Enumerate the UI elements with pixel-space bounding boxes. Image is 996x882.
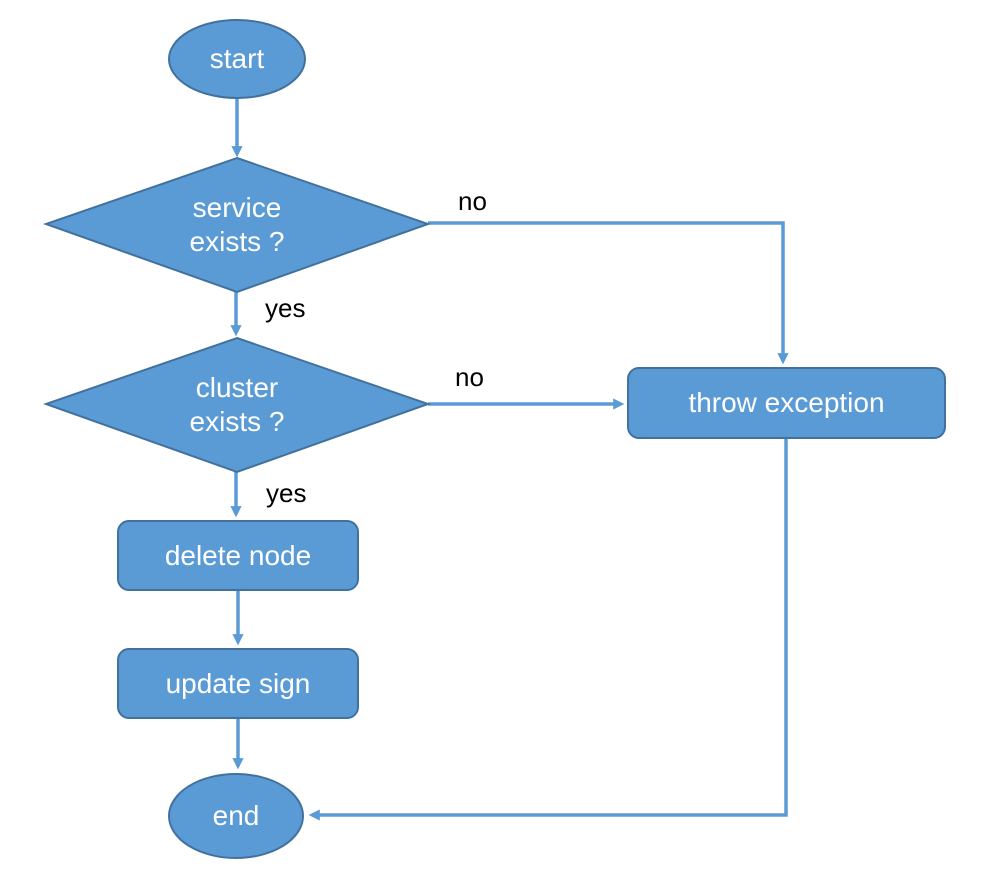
- delete-node-node-shape: [117, 520, 359, 591]
- edge-service-no: [428, 221, 789, 365]
- edge-throw-to-end: [308, 438, 788, 821]
- update-sign-node-shape: [117, 648, 359, 719]
- service-exists-decision-shape: [42, 156, 432, 294]
- cluster-exists-decision-shape: [42, 336, 432, 474]
- end-node-shape: [168, 773, 304, 859]
- start-node-shape: [168, 19, 306, 99]
- throw-exception-node-shape: [627, 367, 946, 439]
